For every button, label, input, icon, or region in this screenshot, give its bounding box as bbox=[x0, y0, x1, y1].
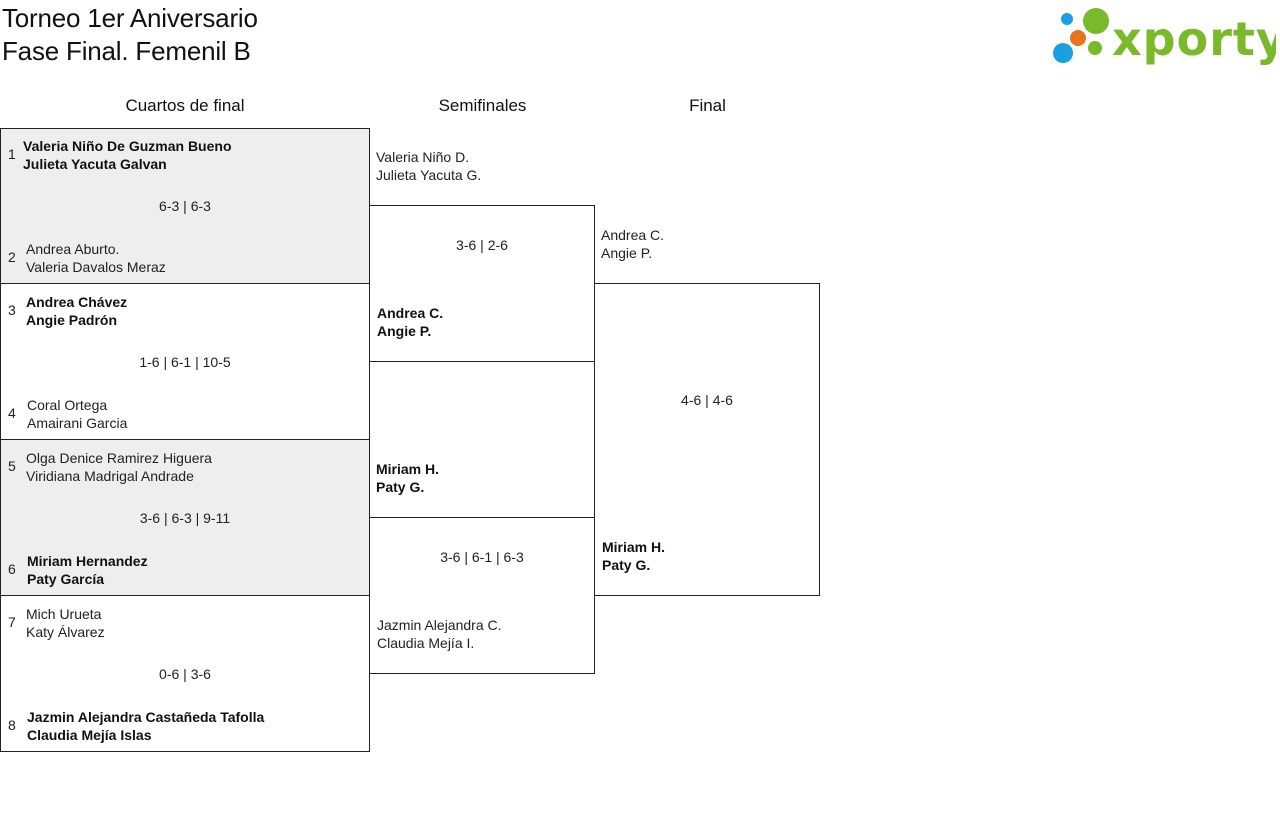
player-name: Angie Padrón bbox=[26, 312, 118, 328]
player-name: Viridiana Madrigal Andrade bbox=[26, 468, 194, 484]
match-score: 6-3 | 6-3 bbox=[159, 198, 211, 214]
logo-dot-large-green bbox=[1083, 8, 1109, 34]
seed-number: 7 bbox=[8, 614, 16, 630]
player-name: Valeria Niño D. bbox=[376, 149, 470, 165]
seed-number: 2 bbox=[8, 249, 16, 265]
player-name: Andrea Chávez bbox=[26, 294, 128, 310]
player-name: Julieta Yacuta Galvan bbox=[23, 156, 167, 172]
round-header-semifinals: Semifinales bbox=[438, 96, 527, 115]
team-b: Andrea Aburto. Valeria Davalos Meraz bbox=[26, 240, 166, 276]
player-name: Julieta Yacuta G. bbox=[376, 167, 482, 183]
tournament-subtitle: Fase Final. Femenil B bbox=[2, 36, 251, 66]
player-name: Paty G. bbox=[376, 479, 425, 495]
logo-dot-orange bbox=[1070, 30, 1086, 46]
player-name: Mich Urueta bbox=[26, 606, 102, 622]
match-score: 3-6 | 6-1 | 6-3 bbox=[440, 549, 524, 565]
match-score: 1-6 | 6-1 | 10-5 bbox=[139, 354, 231, 370]
player-name: Claudia Mejía I. bbox=[377, 635, 475, 651]
team-a: Mich Urueta Katy Álvarez bbox=[26, 605, 105, 641]
match-final: 4-6 | 4-6 Miriam H. Paty G. bbox=[594, 283, 820, 596]
match-qf1: 1 Valeria Niño De Guzman Bueno Julieta Y… bbox=[0, 128, 370, 284]
xporty-logo: xporty bbox=[1053, 8, 1276, 66]
player-name: Miriam Hernandez bbox=[27, 553, 148, 569]
player-name: Katy Álvarez bbox=[26, 624, 105, 640]
team-a: Andrea Chávez Angie Padrón bbox=[26, 293, 127, 329]
match-score: 3-6 | 2-6 bbox=[456, 237, 508, 253]
player-name: Amairani Garcia bbox=[27, 415, 128, 431]
player-name: Jazmin Alejandra Castañeda Tafolla bbox=[27, 709, 265, 725]
player-name: Angie P. bbox=[601, 245, 653, 261]
sf1-team-b: Andrea C. Angie P. bbox=[377, 304, 443, 340]
player-name: Valeria Niño De Guzman Bueno bbox=[23, 138, 232, 154]
player-name: Claudia Mejía Islas bbox=[27, 727, 152, 743]
player-name: Andrea Aburto. bbox=[26, 241, 120, 257]
match-score: 3-6 | 6-3 | 9-11 bbox=[139, 510, 231, 526]
player-name: Valeria Davalos Meraz bbox=[26, 259, 166, 275]
team-a: Olga Denice Ramirez Higuera Viridiana Ma… bbox=[26, 449, 212, 485]
match-sf2: 3-6 | 6-1 | 6-3 Jazmin Alejandra C. Clau… bbox=[369, 517, 595, 674]
match-qf3: 5 Olga Denice Ramirez Higuera Viridiana … bbox=[0, 439, 370, 596]
player-name: Angie P. bbox=[377, 323, 432, 339]
seed-number: 6 bbox=[8, 561, 16, 577]
seed-number: 5 bbox=[8, 458, 16, 474]
match-qf4: 7 Mich Urueta Katy Álvarez 0-6 | 3-6 8 J… bbox=[0, 595, 370, 752]
round-header-final: Final bbox=[689, 96, 726, 115]
final-team-a: Andrea C. Angie P. bbox=[601, 226, 664, 262]
seed-number: 4 bbox=[8, 405, 16, 421]
team-b: Jazmin Alejandra Castañeda Tafolla Claud… bbox=[27, 708, 264, 744]
team-b: Coral Ortega Amairani Garcia bbox=[27, 396, 127, 432]
sf2-team-b: Jazmin Alejandra C. Claudia Mejía I. bbox=[377, 616, 502, 652]
logo-dot-small-blue bbox=[1061, 13, 1073, 25]
player-name: Andrea C. bbox=[601, 227, 665, 243]
match-score: 4-6 | 4-6 bbox=[681, 392, 733, 408]
match-score: 0-6 | 3-6 bbox=[159, 666, 211, 682]
player-name: Paty García bbox=[27, 571, 105, 587]
team-a: Valeria Niño De Guzman Bueno Julieta Yac… bbox=[23, 137, 232, 173]
logo-wordmark: xporty bbox=[1112, 12, 1276, 66]
sf1-team-a: Valeria Niño D. Julieta Yacuta G. bbox=[376, 148, 481, 184]
seed-number: 8 bbox=[8, 717, 16, 733]
final-team-b: Miriam H. Paty G. bbox=[602, 538, 665, 574]
player-name: Miriam H. bbox=[376, 461, 440, 477]
match-qf2: 3 Andrea Chávez Angie Padrón 1-6 | 6-1 |… bbox=[0, 283, 370, 440]
player-name: Miriam H. bbox=[602, 539, 666, 555]
logo-dot-small-green bbox=[1088, 41, 1102, 55]
player-name: Jazmin Alejandra C. bbox=[377, 617, 502, 633]
team-b: Miriam Hernandez Paty García bbox=[27, 552, 148, 588]
seed-number: 3 bbox=[8, 302, 16, 318]
player-name: Olga Denice Ramirez Higuera bbox=[26, 450, 212, 466]
round-header-quarterfinals: Cuartos de final bbox=[125, 96, 245, 115]
player-name: Paty G. bbox=[602, 557, 651, 573]
logo-dot-large-blue bbox=[1053, 43, 1073, 63]
seed-number: 1 bbox=[8, 146, 16, 162]
sf2-team-a: Miriam H. Paty G. bbox=[376, 460, 439, 496]
match-sf1: 3-6 | 2-6 Andrea C. Angie P. bbox=[369, 205, 595, 362]
tournament-title: Torneo 1er Aniversario bbox=[2, 3, 258, 33]
player-name: Coral Ortega bbox=[27, 397, 108, 413]
player-name: Andrea C. bbox=[377, 305, 444, 321]
